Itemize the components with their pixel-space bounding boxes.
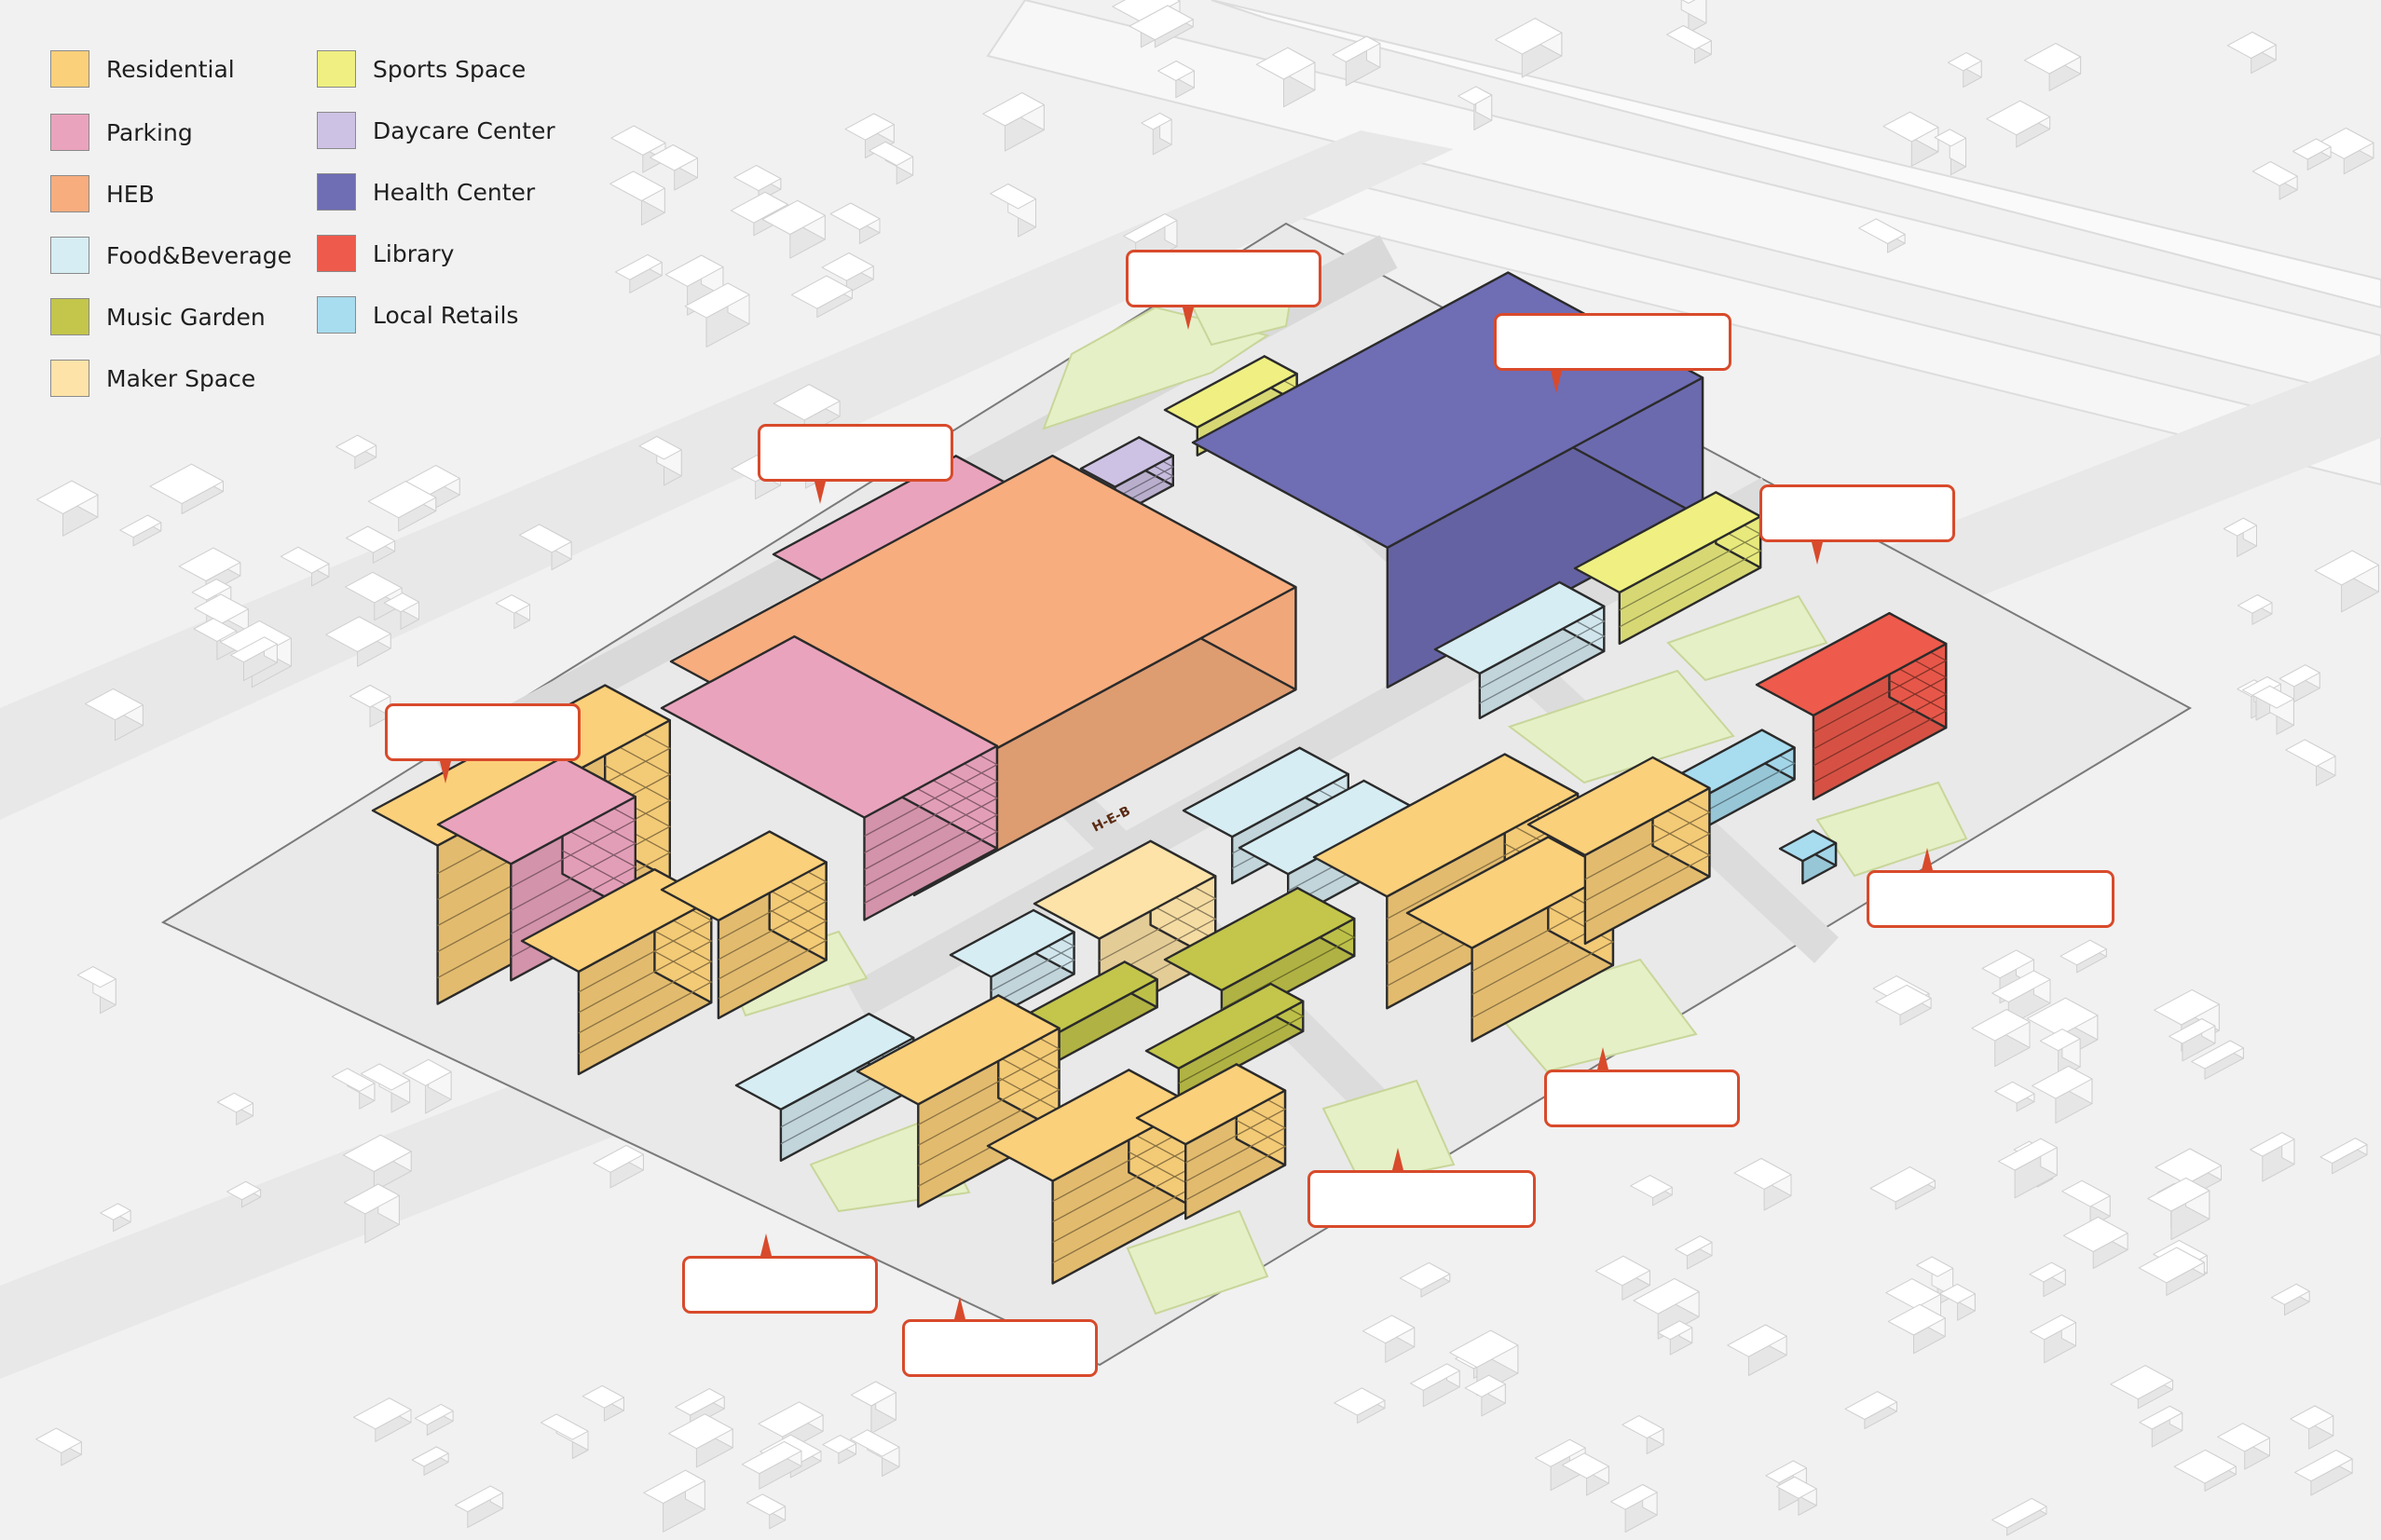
- legend-swatch: [317, 235, 356, 272]
- legend-item-music-garden: Music Garden: [50, 298, 266, 335]
- callout-box: [758, 424, 953, 482]
- legend-swatch: [50, 175, 89, 212]
- legend-label: Residential: [106, 56, 235, 83]
- legend-label: Music Garden: [106, 304, 266, 331]
- legend-swatch: [317, 173, 356, 211]
- legend-item-local-retails: Local Retails: [317, 296, 518, 334]
- legend-label: Library: [373, 240, 454, 267]
- callout-box: [682, 1256, 878, 1314]
- legend-item-food-beverage: Food&Beverage: [50, 237, 292, 274]
- callout-box: [1494, 313, 1731, 371]
- legend-swatch: [317, 50, 356, 88]
- legend-item-sports-space: Sports Space: [317, 50, 526, 88]
- legend-item-residential: Residential: [50, 50, 235, 88]
- legend-label: Sports Space: [373, 56, 526, 83]
- callout-box: [1867, 870, 2114, 928]
- callout-box: [385, 703, 581, 761]
- legend-item-daycare-center: Daycare Center: [317, 112, 555, 149]
- callout-box: [902, 1319, 1098, 1377]
- legend-label: HEB: [106, 181, 155, 208]
- legend-swatch: [50, 114, 89, 151]
- callout-box: [1307, 1170, 1536, 1228]
- callout-box: [1759, 484, 1955, 542]
- legend-swatch: [50, 360, 89, 397]
- callout-box: [1126, 250, 1321, 307]
- legend-item-library: Library: [317, 235, 454, 272]
- legend-item-maker-space: Maker Space: [50, 360, 255, 397]
- legend-swatch: [50, 298, 89, 335]
- legend-label: Parking: [106, 119, 193, 146]
- legend-label: Food&Beverage: [106, 242, 292, 269]
- legend-swatch: [50, 50, 89, 88]
- legend-swatch: [317, 112, 356, 149]
- callout-box: [1544, 1070, 1740, 1127]
- legend-label: Maker Space: [106, 365, 255, 392]
- legend-item-health-center: Health Center: [317, 173, 535, 211]
- legend-item-parking: Parking: [50, 114, 193, 151]
- legend-swatch: [50, 237, 89, 274]
- legend-label: Daycare Center: [373, 117, 555, 144]
- legend-swatch: [317, 296, 356, 334]
- legend-label: Local Retails: [373, 302, 518, 329]
- legend: Residential Parking HEB Food&Beverage Mu…: [34, 26, 572, 434]
- legend-label: Health Center: [373, 179, 535, 206]
- legend-item-heb: HEB: [50, 175, 155, 212]
